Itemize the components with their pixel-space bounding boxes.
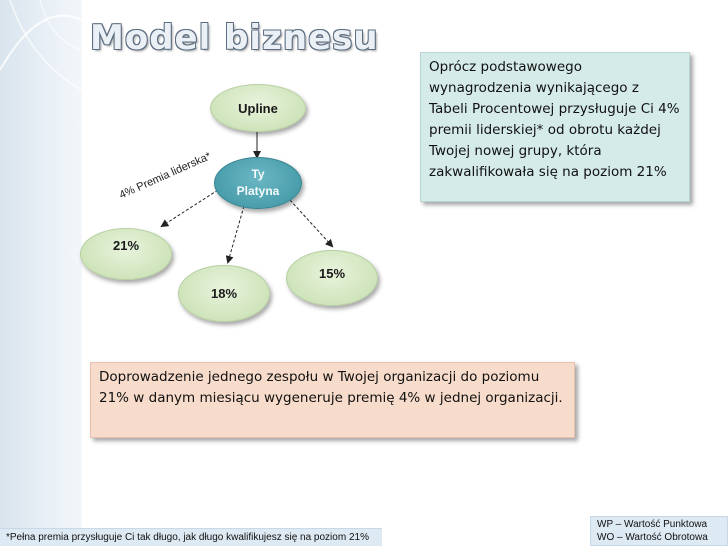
- node-platyna-label: Platyna: [236, 184, 280, 198]
- bonus-info-callout: Oprócz podstawowego wynagrodzenia wynika…: [420, 52, 690, 202]
- connector-ty-18: [225, 205, 245, 264]
- node-21-label: 21%: [112, 237, 140, 253]
- node-15-label: 15%: [318, 265, 346, 281]
- decorative-sidebar: [0, 0, 82, 546]
- node-21-percent: 21%: [80, 228, 172, 280]
- sidebar-swirl-decoration: [0, 0, 82, 91]
- summary-callout: Doprowadzenie jednego zespołu w Twojej o…: [90, 362, 575, 438]
- legend-wp: WP – Wartość Punktowa: [597, 519, 708, 530]
- node-upline-label: Upline: [238, 100, 278, 116]
- node-15-percent: 15%: [286, 250, 378, 306]
- node-18-label: 18%: [210, 286, 238, 301]
- footnote: *Pełna premia przysługuje Ci tak długo, …: [0, 528, 382, 546]
- node-upline: Upline: [210, 84, 306, 132]
- connector-ty-21: [160, 189, 219, 228]
- node-ty-platyna: Ty Platyna: [214, 157, 302, 209]
- connector-ty-15: [289, 199, 334, 248]
- node-ty-label: Ty: [251, 167, 265, 181]
- slide-title: Model biznesu: [90, 18, 379, 58]
- abbreviation-legend: WP – Wartość Punktowa WO – Wartość Obrot…: [590, 516, 728, 546]
- legend-wo: WO – Wartość Obrotowa: [597, 532, 708, 543]
- node-18-percent: 18%: [178, 265, 270, 322]
